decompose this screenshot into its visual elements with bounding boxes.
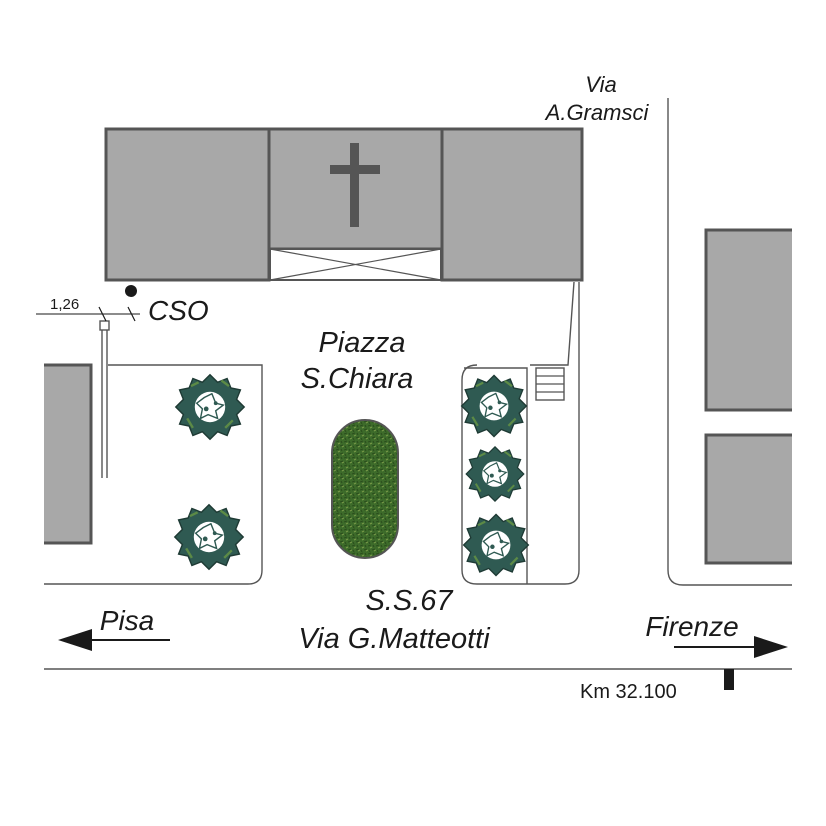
- pole-base: [99, 320, 110, 331]
- cross-icon: [330, 143, 380, 227]
- via-gramsci-label-1: Via: [585, 72, 616, 97]
- via-gramsci-label-2: A.Gramsci: [544, 100, 650, 125]
- church-porch: [269, 248, 442, 281]
- dimension-line: [36, 306, 140, 322]
- flowerbed-strip: [464, 367, 528, 584]
- km-marker-icon: [724, 669, 734, 690]
- piazza-label-1: Piazza: [318, 327, 405, 359]
- dimension-label: 1,26: [50, 296, 79, 313]
- shrub-icon: [462, 513, 530, 577]
- via-matteotti-label: Via G.Matteotti: [298, 623, 491, 655]
- steps: [535, 367, 565, 401]
- building-left-wing: [104, 127, 271, 282]
- arrow-left-icon: [58, 629, 170, 651]
- lawn-island: [331, 419, 399, 559]
- building-right-wing: [440, 127, 584, 282]
- plaza-right-area: [461, 282, 580, 585]
- plaza-right-inner-edge: [530, 281, 575, 366]
- shrub-icon: [174, 373, 246, 441]
- via-gramsci-road-edge: [667, 98, 792, 586]
- shrub-icon: [460, 374, 528, 438]
- km-label: Km 32.100: [580, 681, 677, 703]
- station-dot-icon: [125, 285, 137, 297]
- pisa-label: Pisa: [100, 605, 154, 636]
- plaza-left-area: [44, 364, 263, 585]
- building-right-lower: [704, 433, 792, 565]
- shrub-icon: [173, 503, 245, 571]
- building-left: [44, 363, 93, 545]
- building-right-upper: [704, 228, 792, 412]
- firenze-label: Firenze: [645, 611, 738, 642]
- arrow-right-icon: [674, 636, 788, 658]
- piazza-label-2: S.Chiara: [301, 363, 414, 395]
- shrub-icon: [465, 445, 525, 503]
- ss67-label: S.S.67: [365, 585, 454, 617]
- cso-label: CSO: [148, 295, 209, 326]
